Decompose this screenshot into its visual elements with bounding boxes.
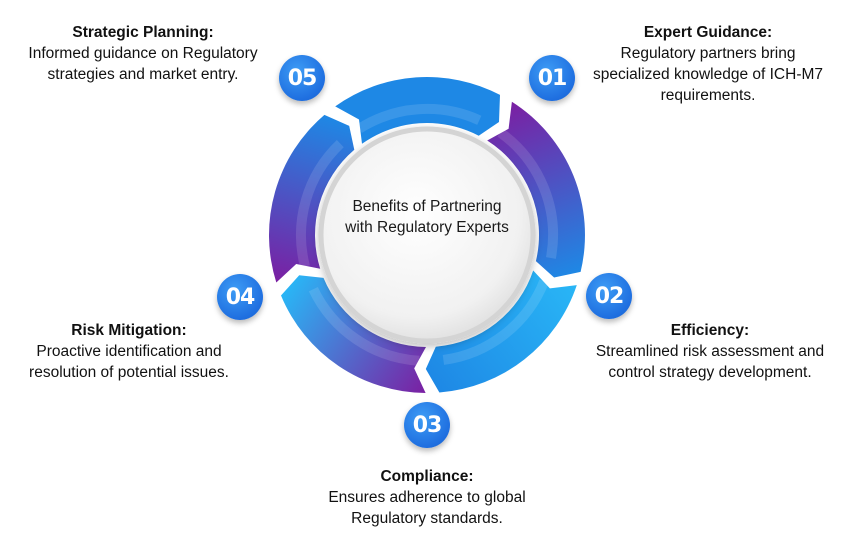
ring-segment-4 xyxy=(269,114,355,283)
benefit-description: Streamlined risk assessment and control … xyxy=(595,343,825,381)
ring-segment-3 xyxy=(281,275,426,393)
ring-segment-highlight xyxy=(308,287,420,366)
benefit-description: Proactive identification and resolution … xyxy=(29,343,229,381)
benefit-strategic-planning: Strategic Planning: Informed guidance on… xyxy=(18,22,268,85)
ring-segment-highlight xyxy=(442,279,549,365)
ring-segment-highlight xyxy=(497,128,558,259)
step-badge-01: 01 xyxy=(529,55,575,101)
benefit-title: Efficiency: xyxy=(670,322,750,339)
benefit-description: Regulatory partners bring specialized kn… xyxy=(592,45,824,104)
ring-segment-2 xyxy=(425,270,577,393)
benefit-title: Expert Guidance: xyxy=(643,24,773,41)
benefit-description: Informed guidance on Regulatory strategi… xyxy=(28,45,258,83)
ring-segment-5 xyxy=(335,77,500,144)
ring xyxy=(269,77,585,393)
step-badge-02: 02 xyxy=(586,273,632,319)
benefit-risk-mitigation: Risk Mitigation: Proactive identificatio… xyxy=(14,320,244,383)
benefit-efficiency: Efficiency: Streamlined risk assessment … xyxy=(585,320,835,383)
ring-segment-highlight xyxy=(296,139,344,268)
benefit-title: Strategic Planning: xyxy=(72,24,214,41)
center-circle xyxy=(318,126,536,344)
benefit-expert-guidance: Expert Guidance: Regulatory partners bri… xyxy=(583,22,833,106)
benefit-title: Compliance: xyxy=(380,468,474,485)
benefit-title: Risk Mitigation: xyxy=(71,322,187,339)
benefit-description: Ensures adherence to global Regulatory s… xyxy=(328,489,526,527)
ring-segment-highlight xyxy=(356,103,482,133)
ring-segment-1 xyxy=(487,101,585,278)
center-title: Benefits of Partnering with Regulatory E… xyxy=(345,198,509,236)
step-badge-05: 05 xyxy=(279,55,325,101)
benefit-compliance: Compliance: Ensures adherence to global … xyxy=(292,466,562,529)
step-badge-04: 04 xyxy=(217,274,263,320)
step-badge-03: 03 xyxy=(404,402,450,448)
